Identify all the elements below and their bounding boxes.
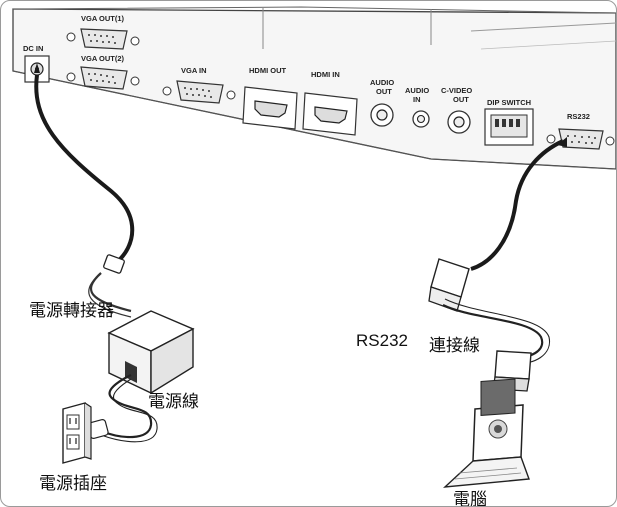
power-adapter [107, 310, 195, 395]
rs232-cable-label-suffix: 連接線 [429, 336, 480, 356]
dip-switch: DIP SWITCH [484, 98, 534, 146]
rs232-cable [428, 137, 567, 416]
power-cord [78, 374, 158, 443]
rs232-cable-label-prefix: RS232 [356, 331, 408, 350]
audio-out-label-1: AUDIO [370, 78, 394, 87]
audio-in-port: AUDIO IN [405, 86, 430, 128]
dc-cable [34, 63, 135, 318]
power-outlet-label: 電源插座 [39, 474, 107, 494]
audio-out-port: AUDIO OUT [370, 78, 394, 127]
vga-in-port: VGA IN [162, 66, 236, 104]
hdmi-out-label: HDMI OUT [249, 66, 286, 75]
hdmi-out-port: HDMI OUT [242, 66, 298, 130]
rs232-port: RS232 [546, 112, 615, 150]
power-adapter-label: 電源轉接器 [29, 301, 114, 321]
vga-out2-label: VGA OUT(2) [81, 54, 125, 63]
vga-in-label: VGA IN [181, 66, 207, 75]
cvideo-out-port: C-VIDEO OUT [441, 86, 472, 134]
cvideo-out-label-2: OUT [453, 95, 469, 104]
vga-out1-label: VGA OUT(1) [81, 14, 125, 23]
audio-out-label-2: OUT [376, 87, 392, 96]
vga-out1-port: VGA OUT(1) [66, 14, 140, 50]
audio-in-label-1: AUDIO [405, 86, 429, 95]
vga-out2-port: VGA OUT(2) [66, 54, 140, 90]
wall-outlet [62, 402, 92, 464]
power-cord-label: 電源線 [148, 392, 199, 412]
audio-in-label-2: IN [413, 95, 421, 104]
laptop [443, 378, 530, 488]
rs232-label: RS232 [567, 112, 590, 121]
hdmi-in-port: HDMI IN [302, 70, 358, 136]
computer-label: 電腦 [453, 490, 487, 507]
hdmi-in-label: HDMI IN [311, 70, 340, 79]
dip-switch-label: DIP SWITCH [487, 98, 531, 107]
dc-in-label: DC IN [23, 44, 43, 53]
cvideo-out-label-1: C-VIDEO [441, 86, 472, 95]
